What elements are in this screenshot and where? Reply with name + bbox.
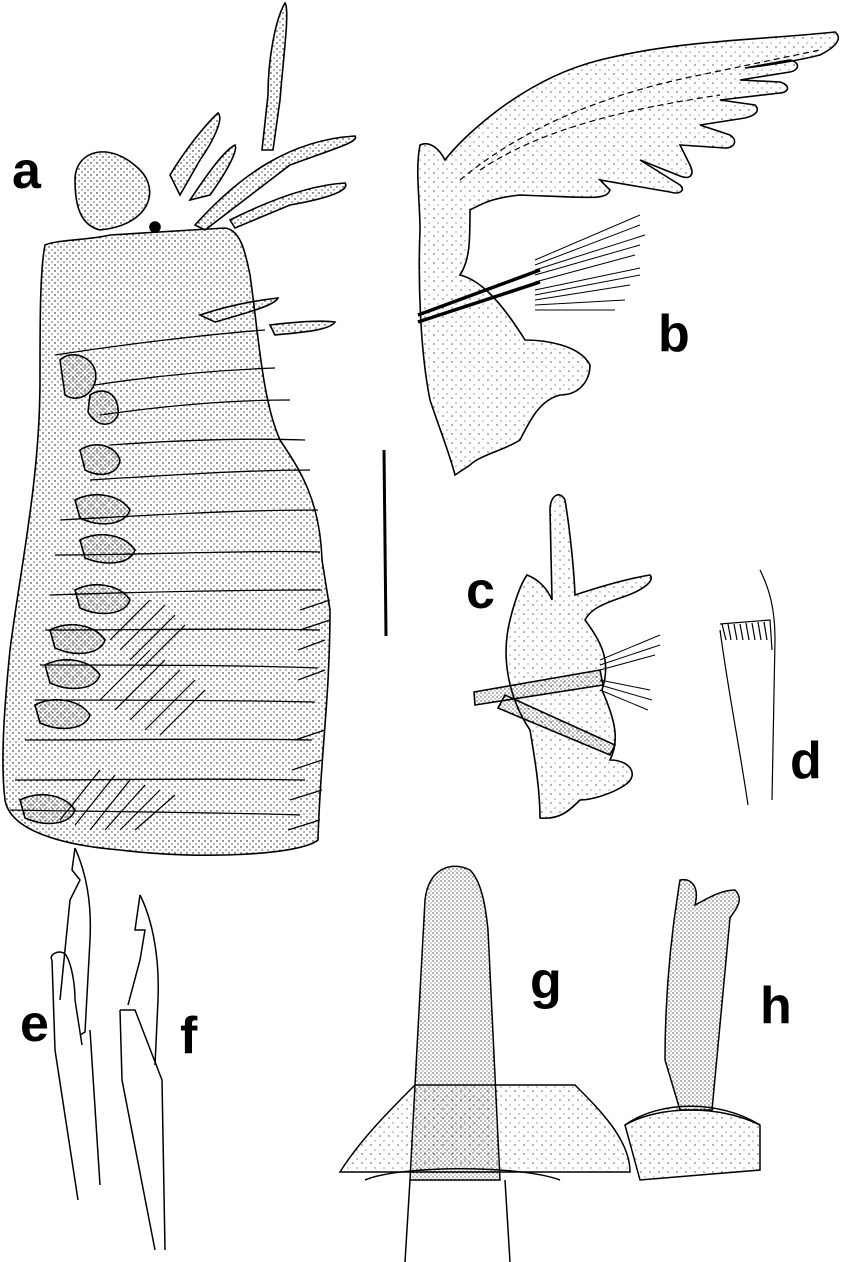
panel-h-drawing	[624, 878, 761, 1181]
panel-label-d: d	[790, 732, 822, 790]
panel-label-e: e	[20, 995, 49, 1053]
panel-e-drawing	[50, 847, 101, 1201]
panel-c-drawing	[473, 494, 661, 820]
panel-label-a: a	[12, 142, 41, 200]
panel-label-f: f	[180, 1007, 198, 1065]
panel-d-drawing	[719, 569, 776, 806]
panel-label-g: g	[530, 952, 562, 1010]
panel-a-drawing	[2, 1, 357, 856]
panel-g-drawing	[338, 865, 631, 1262]
panel-b-drawing	[416, 31, 840, 477]
panel-label-b: b	[658, 305, 690, 363]
scale-bar	[382, 449, 388, 637]
panel-label-c: c	[466, 562, 495, 620]
panel-f-drawing	[119, 894, 166, 1251]
panel-label-h: h	[760, 977, 792, 1035]
